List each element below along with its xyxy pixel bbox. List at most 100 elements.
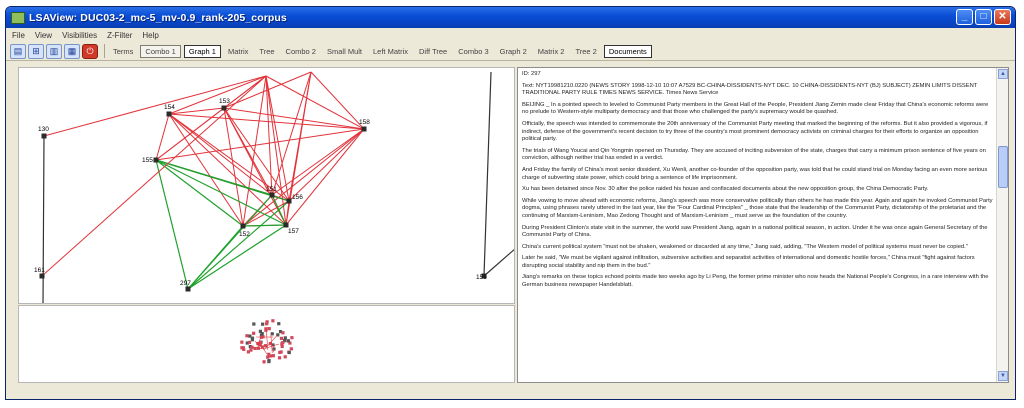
overview-node <box>261 322 265 326</box>
maximize-button[interactable]: □ <box>975 9 992 25</box>
graph-node[interactable] <box>153 157 159 163</box>
overview-node <box>267 327 271 331</box>
document-paragraph: During President Clinton's state visit i… <box>522 224 988 239</box>
graph-node[interactable] <box>481 273 487 279</box>
document-paragraph: The trials of Wang Youcai and Qin Yongmi… <box>522 147 986 162</box>
overview-node <box>247 340 252 345</box>
document-paragraph: BEIJING _ In a pointed speech to leveled… <box>522 101 989 116</box>
overview-node <box>276 333 280 337</box>
graph-node[interactable] <box>185 286 191 292</box>
window-controls: _ □ ✕ <box>956 9 1011 25</box>
overview-node <box>258 329 263 333</box>
save-icon[interactable]: ▥ <box>46 43 62 59</box>
app-icon <box>11 11 25 24</box>
graph-edge <box>223 107 290 202</box>
scroll-up-icon[interactable]: ▲ <box>998 69 1008 79</box>
title-bar[interactable]: LSAView: DUC03-2_mc-5_mv-0.9_rank-205_co… <box>6 7 1015 28</box>
tab-diff-tree[interactable]: Diff Tree <box>419 46 448 56</box>
overview-node <box>279 350 283 354</box>
graph-edge <box>155 159 189 290</box>
document-panel[interactable]: ID: 297 Text: NYT19981210.0220 (NEWS STO… <box>517 67 1009 383</box>
menu-file[interactable]: File <box>12 30 25 40</box>
overview-edge <box>265 329 269 350</box>
graph-edge <box>223 71 312 109</box>
document-id: ID: 297 <box>522 71 541 77</box>
graph-overview[interactable] <box>19 306 515 383</box>
graph-node[interactable] <box>41 133 47 139</box>
tab-combo-2[interactable]: Combo 2 <box>285 46 316 56</box>
graph-edge <box>223 107 244 227</box>
graph-edge <box>242 200 290 227</box>
graph-edge <box>285 128 365 226</box>
graph-node[interactable] <box>166 111 172 117</box>
graph-edge <box>168 113 287 226</box>
overview-node <box>268 342 272 346</box>
tab-left-matrix[interactable]: Left Matrix <box>373 46 409 56</box>
overview-node <box>245 341 249 345</box>
graph-node[interactable] <box>269 192 275 198</box>
tab-documents[interactable]: Documents <box>603 44 652 58</box>
graph-node-label: 151 <box>266 186 277 193</box>
graph-edge <box>168 113 273 196</box>
graph-edge <box>242 224 287 227</box>
graph-node[interactable] <box>240 223 246 229</box>
export-icon[interactable]: ▦ <box>64 43 80 59</box>
tab-small-mult[interactable]: Small Mult <box>326 46 362 56</box>
graph-node[interactable] <box>221 105 227 111</box>
overview-node <box>266 355 270 359</box>
graph-node[interactable] <box>39 273 45 279</box>
graph-node[interactable] <box>283 222 289 228</box>
tab-graph-1[interactable]: Graph 1 <box>183 44 221 58</box>
graph-edge <box>187 224 287 290</box>
graph-edge <box>155 107 225 161</box>
close-button[interactable]: ✕ <box>994 9 1011 25</box>
menu-visibilities[interactable]: Visibilities <box>62 30 98 40</box>
grid-icon[interactable]: ⊞ <box>28 43 44 59</box>
graph-edge <box>168 107 225 115</box>
menu-help[interactable]: Help <box>142 30 159 40</box>
graph-node[interactable] <box>361 126 367 132</box>
tab-tree-2[interactable]: Tree 2 <box>575 46 597 56</box>
menu-bar: File View Visibilities Z-Filter Help <box>6 28 1015 42</box>
overview-node <box>267 352 271 356</box>
power-icon[interactable]: ⏻ <box>82 43 98 59</box>
graph-node-label: 152 <box>239 231 250 238</box>
menu-z-filter[interactable]: Z-Filter <box>107 30 133 40</box>
tab-graph-2[interactable]: Graph 2 <box>499 46 527 56</box>
overview-node <box>248 345 252 349</box>
overview-pane[interactable] <box>18 305 515 383</box>
tab-terms[interactable]: Terms <box>113 46 134 56</box>
overview-node <box>272 347 276 351</box>
scroll-down-icon[interactable]: ▼ <box>998 371 1008 381</box>
graph-edge <box>223 107 287 226</box>
scroll-thumb[interactable] <box>998 146 1008 188</box>
open-icon[interactable]: ▤ <box>10 43 26 59</box>
tab-combo-1[interactable]: Combo 1 <box>140 44 181 58</box>
overview-edge <box>257 337 261 350</box>
window-title: LSAView: DUC03-2_mc-5_mv-0.9_rank-205_co… <box>29 11 287 24</box>
overview-edge <box>263 343 279 350</box>
minimize-button[interactable]: _ <box>956 9 973 25</box>
overview-node <box>262 360 266 364</box>
overview-edge <box>256 347 263 349</box>
toolbar-separator <box>104 44 105 58</box>
overview-node <box>281 341 285 345</box>
tab-matrix-2[interactable]: Matrix 2 <box>537 46 565 56</box>
document-scrollbar[interactable]: ▲ ▼ <box>996 68 1008 382</box>
document-header: Text: NYT19981210.0220 (NEWS STORY 1998-… <box>522 82 978 97</box>
overview-node <box>289 347 293 351</box>
graph-node-label: 154 <box>164 104 175 111</box>
graph-edge <box>155 159 244 227</box>
overview-node <box>265 320 269 324</box>
graph-node[interactable] <box>286 198 292 204</box>
tab-tree[interactable]: Tree <box>259 46 275 56</box>
menu-view[interactable]: View <box>34 30 53 40</box>
overview-node <box>280 344 284 349</box>
tab-combo-3[interactable]: Combo 3 <box>458 46 489 56</box>
tab-matrix[interactable]: Matrix <box>227 46 249 56</box>
overview-node <box>252 331 256 335</box>
graph-edge <box>285 200 290 226</box>
